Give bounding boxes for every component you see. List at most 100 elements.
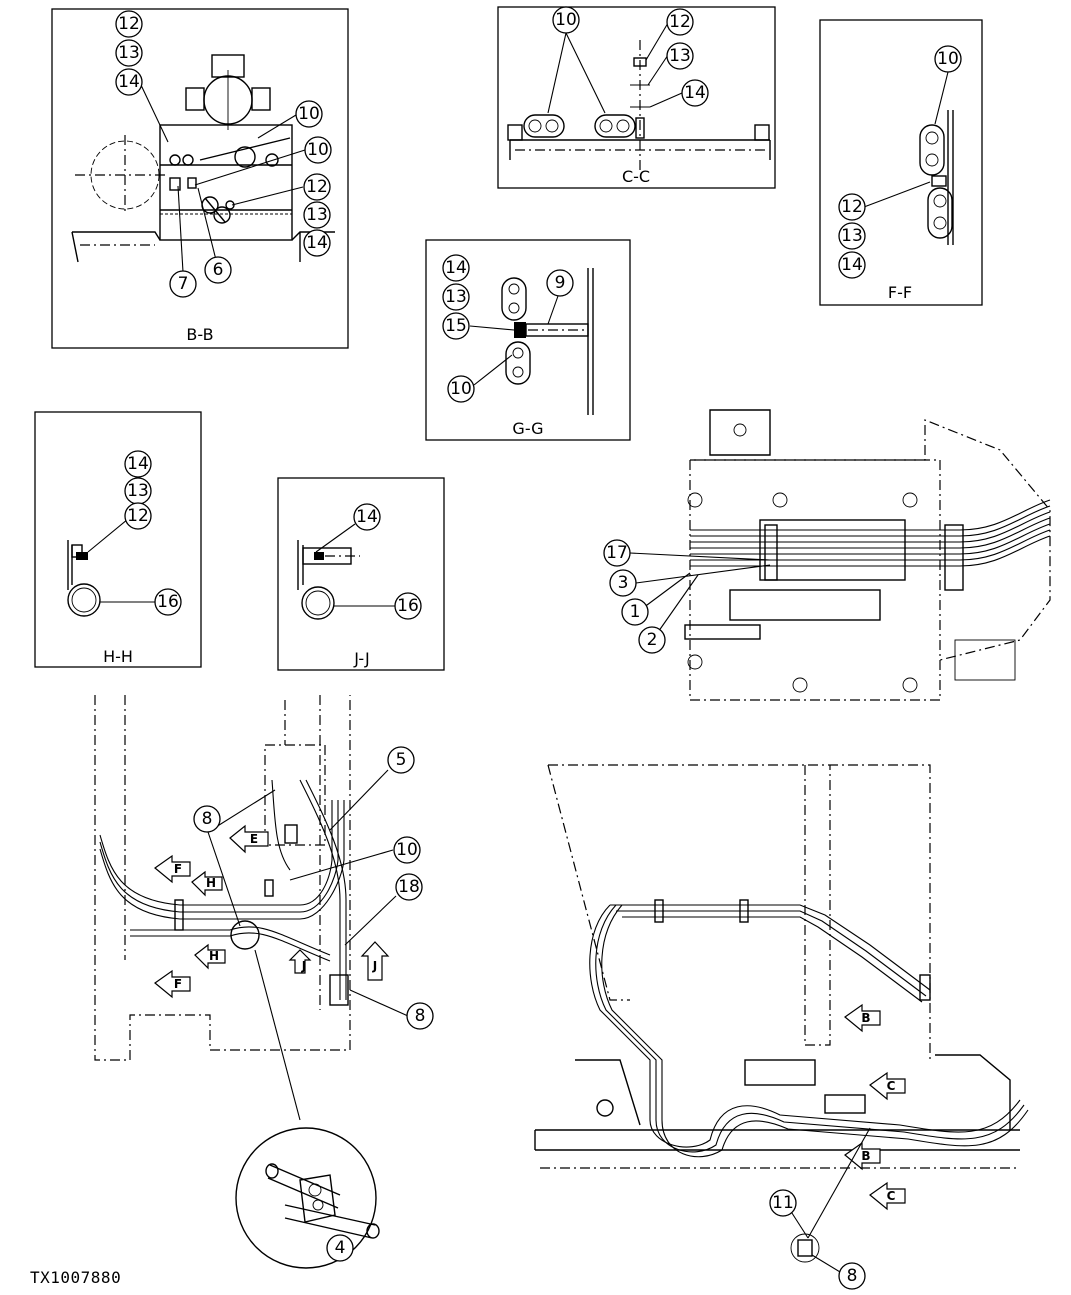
callout-14: 14: [124, 450, 152, 478]
section-arrow-label: H: [209, 949, 219, 963]
callout-label: 3: [618, 573, 629, 593]
section-arrow-f: F: [154, 969, 191, 999]
section-arrow-b: B: [844, 1141, 881, 1171]
section-arrow-f: F: [154, 854, 191, 884]
right-section-arrows: B C B C: [844, 1003, 906, 1211]
view-caption: F-F: [888, 283, 912, 302]
callout-label: 16: [157, 592, 179, 612]
view-g-g: 14 13 15 9 10 G-G: [425, 239, 631, 441]
section-arrow-c: C: [869, 1071, 906, 1101]
callout-15: 15: [442, 312, 470, 340]
figure-reference: TX1007880: [30, 1268, 122, 1287]
section-arrow-label: J: [301, 959, 306, 973]
callout-17: 17: [603, 539, 631, 567]
bb-callouts: 12 13 14 10 10 12 13 14 7 6: [115, 10, 332, 298]
callout-14: 14: [442, 254, 470, 282]
callout-label: 17: [606, 543, 628, 563]
callout-16: 16: [394, 592, 422, 620]
callout-18: 18: [395, 873, 423, 901]
callout-label: 10: [937, 49, 959, 69]
section-arrow-b: B: [844, 1003, 881, 1033]
callout-13: 13: [115, 39, 143, 67]
callout-label: 16: [397, 596, 419, 616]
callout-label: 10: [307, 140, 329, 160]
callout-label: 12: [118, 14, 140, 34]
callout-label: 6: [213, 260, 224, 280]
callout-label: 11: [772, 1193, 794, 1213]
callout-label: 14: [127, 454, 149, 474]
callout-label: 14: [356, 507, 378, 527]
view-caption: H-H: [103, 647, 133, 666]
callout-10: 10: [447, 375, 475, 403]
view-f-f: 10 12 13 14 F-F: [819, 19, 983, 306]
callout-label: 5: [396, 750, 407, 770]
left-section-arrows: E F H F H J J: [154, 824, 390, 999]
view-j-j: 14 16 J-J: [277, 477, 445, 671]
callout-label: 4: [335, 1238, 346, 1258]
callout-7: 7: [169, 270, 197, 298]
callout-12: 12: [124, 502, 152, 530]
callout-12: 12: [838, 193, 866, 221]
section-arrow-h: H: [191, 870, 223, 897]
view-h-h: 14 13 12 16 H-H: [34, 411, 202, 668]
callout-1: 1: [621, 598, 649, 626]
callout-label: 13: [118, 43, 140, 63]
section-arrow-label: J: [372, 959, 377, 973]
callout-label: 9: [555, 273, 566, 293]
callout-14: 14: [681, 79, 709, 107]
view-caption: J-J: [353, 649, 370, 668]
callout-8: 8: [838, 1262, 866, 1290]
callout-14: 14: [838, 251, 866, 279]
right-main-view: B C B C 11 8: [534, 764, 1029, 1290]
callout-label: 10: [396, 840, 418, 860]
callout-14: 14: [303, 229, 331, 257]
callout-label: 2: [647, 630, 658, 650]
callout-label: 1: [630, 602, 641, 622]
callout-label: 8: [415, 1006, 426, 1026]
callout-12: 12: [115, 10, 143, 38]
callout-4: 4: [326, 1234, 354, 1262]
callout-label: 13: [445, 287, 467, 307]
callout-label: 14: [841, 255, 863, 275]
callout-12: 12: [666, 8, 694, 36]
section-arrow-j: J: [288, 949, 312, 974]
callout-label: 15: [445, 316, 467, 336]
callout-label: 14: [684, 83, 706, 103]
callout-9: 9: [546, 269, 574, 297]
section-arrow-label: F: [174, 977, 182, 991]
section-arrow-j: J: [360, 941, 390, 981]
callout-label: 10: [555, 10, 577, 30]
callout-label: 7: [178, 274, 189, 294]
callout-14: 14: [353, 503, 381, 531]
callout-10: 10: [934, 45, 962, 73]
callout-label: 13: [669, 46, 691, 66]
left-main-view: E F H F H J J 5 8 10 18 8: [94, 695, 434, 1121]
callout-13: 13: [303, 201, 331, 229]
callout-2: 2: [638, 626, 666, 654]
section-arrow-label: B: [861, 1149, 870, 1163]
callout-label: 10: [298, 104, 320, 124]
callout-label: 12: [841, 197, 863, 217]
view-caption: C-C: [622, 167, 650, 186]
section-arrow-label: E: [250, 832, 258, 846]
callout-label: 12: [669, 12, 691, 32]
callout-label: 14: [306, 233, 328, 253]
callout-10: 10: [552, 6, 580, 34]
view-c-c: 10 12 13 14 C-C: [497, 6, 776, 189]
callout-5: 5: [387, 746, 415, 774]
callout-13: 13: [124, 477, 152, 505]
callout-label: 18: [398, 877, 420, 897]
callout-8: 8: [193, 805, 221, 833]
callout-label: 12: [306, 177, 328, 197]
callout-10: 10: [393, 836, 421, 864]
section-arrow-label: B: [861, 1011, 870, 1025]
section-arrow-label: H: [206, 876, 216, 890]
callout-label: 14: [445, 258, 467, 278]
callout-10: 10: [295, 100, 323, 128]
callout-14: 14: [115, 68, 143, 96]
callout-label: 13: [127, 481, 149, 501]
callout-label: 13: [841, 226, 863, 246]
callout-label: 8: [847, 1266, 858, 1286]
callout-label: 8: [202, 809, 213, 829]
